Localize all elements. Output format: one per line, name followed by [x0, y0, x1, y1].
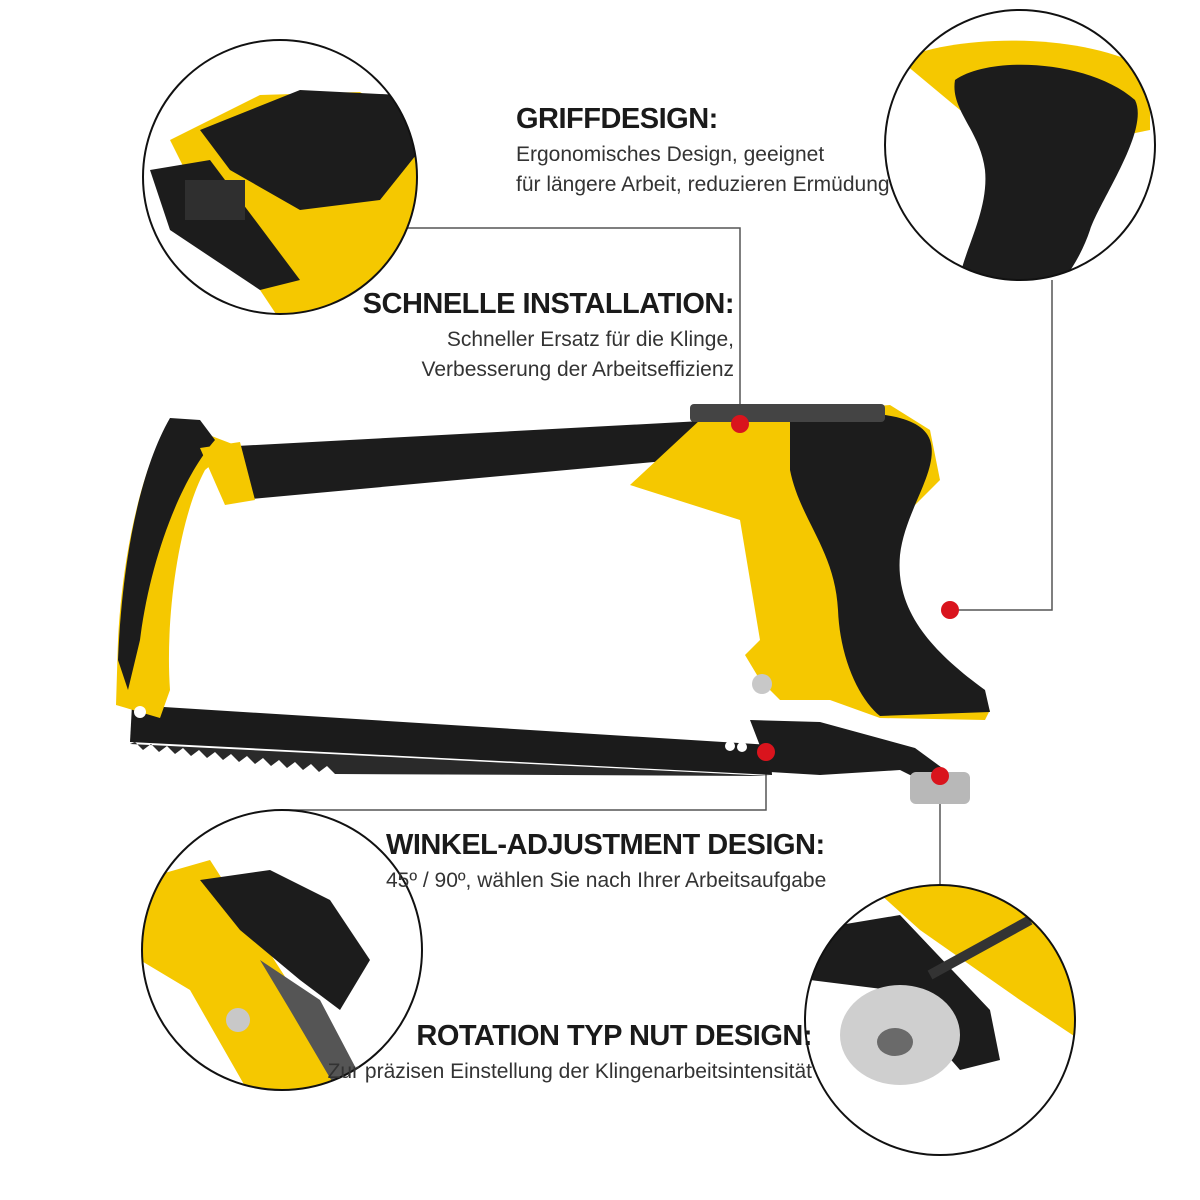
quick-release-clip [690, 404, 885, 422]
feature-grip: GRIFFDESIGN: Ergonomisches Design, geeig… [516, 103, 890, 200]
detail-circle-rotation [804, 884, 1076, 1156]
feature-install-text-line1: Schneller Ersatz für die Klinge, [446, 328, 734, 351]
marker-rotation [931, 767, 949, 785]
detail-circle-angle [141, 809, 423, 1091]
frame-left-arm-black [118, 418, 215, 690]
feature-install-text-line2: Verbesserung der Arbeitseffizienz [421, 358, 734, 381]
feature-rotation-text-line1: Zur präzisen Einstellung der Klingenarbe… [327, 1060, 812, 1083]
saw-teeth [130, 742, 770, 776]
blade-hole [737, 742, 747, 752]
feature-rotation-title: ROTATION TYP NUT DESIGN: [416, 1020, 812, 1052]
saw-blade [130, 705, 772, 775]
marker-install [731, 415, 749, 433]
adjust-knob [910, 772, 970, 804]
angle-bracket [750, 720, 945, 785]
feature-grip-text-line1: Ergonomisches Design, geeignet [516, 143, 825, 166]
rivet [134, 706, 146, 718]
feature-install: SCHNELLE INSTALLATION: Schneller Ersatz … [362, 288, 735, 385]
frame-top-bar [200, 420, 730, 500]
hacksaw [116, 404, 990, 804]
detail-circle-grip [884, 9, 1156, 281]
feature-grip-text-line2: für längere Arbeit, reduzieren Ermüdung [516, 173, 890, 196]
detail-circle-install [142, 39, 418, 315]
frame-top-bar-yellow-end [200, 442, 255, 505]
feature-rotation: ROTATION TYP NUT DESIGN: Zur präzisen Ei… [327, 1020, 813, 1087]
feature-angle: WINKEL-ADJUSTMENT DESIGN: 45º / 90º, wäh… [386, 829, 826, 896]
blade-hole [725, 741, 735, 751]
feature-angle-title: WINKEL-ADJUSTMENT DESIGN: [386, 829, 825, 861]
feature-install-title: SCHNELLE INSTALLATION: [362, 288, 735, 320]
marker-angle [757, 743, 775, 761]
handle-grip [790, 413, 990, 716]
feature-angle-text-line1: 45º / 90º, wählen Sie nach Ihrer Arbeits… [386, 869, 827, 892]
rivet [752, 674, 772, 694]
leader-line-install [390, 227, 741, 424]
marker-grip [941, 601, 959, 619]
leader-line-grip [950, 280, 1053, 611]
feature-grip-title: GRIFFDESIGN: [516, 103, 718, 135]
